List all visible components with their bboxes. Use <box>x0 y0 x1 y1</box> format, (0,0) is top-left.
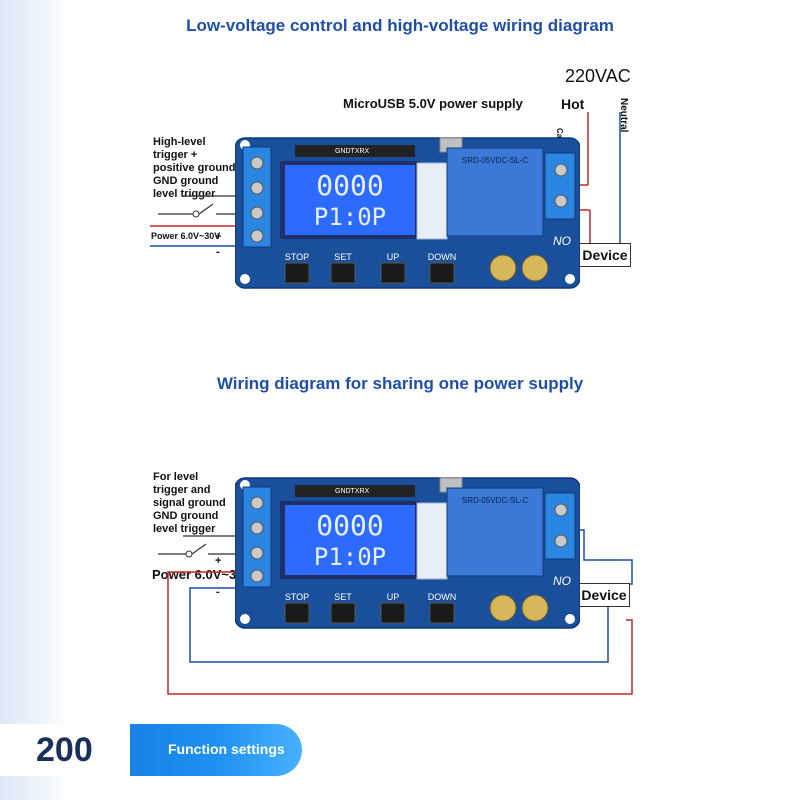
relay-board-top: GNDTXRX 0000 P1:0P SRD-05VDC-SL-C NO STO… <box>235 137 580 289</box>
lcd-top-value: 0000 <box>316 169 383 202</box>
device-box-bottom: Device <box>578 583 630 607</box>
label-hot: Hot <box>561 96 585 112</box>
trigger-line: level trigger <box>153 188 216 200</box>
trigger-line: level trigger <box>153 523 216 535</box>
header-label: GNDTXRX <box>335 488 370 495</box>
no-label: NO <box>553 234 571 248</box>
lcd-top-value: 0000 <box>316 509 383 542</box>
footer-number: 200 <box>36 731 93 769</box>
trigger-line: positive ground <box>153 162 236 174</box>
relay-text: SRD-05VDC-SL-C <box>462 496 528 505</box>
label-220vac: 220VAC <box>565 66 631 86</box>
plus-label-top: + <box>215 231 222 243</box>
minus-label-bottom: - <box>216 586 220 598</box>
trigger-label-top: High-level trigger + positive ground GND… <box>153 136 236 201</box>
power-label-top: Power 6.0V~30V <box>151 231 221 241</box>
lcd-bottom-value: P1:0P <box>314 203 386 231</box>
button-label-stop: STOP <box>285 592 309 602</box>
trigger-line: trigger + <box>153 149 198 161</box>
label-usb: MicroUSB 5.0V power supply <box>343 96 523 111</box>
heading-shared-supply: Wiring diagram for sharing one power sup… <box>216 374 584 393</box>
button-label-up: UP <box>387 592 400 602</box>
plus-label-bottom: + <box>215 555 222 567</box>
trigger-label-bottom: For level trigger and signal ground GND … <box>153 471 226 536</box>
trigger-line: For level <box>153 471 199 483</box>
trigger-line: GND ground <box>153 510 219 522</box>
trigger-line: GND ground <box>153 175 219 187</box>
header-label: GNDTXRX <box>335 148 370 155</box>
button-label-up: UP <box>387 252 400 262</box>
button-label-down: DOWN <box>428 252 457 262</box>
relay-board-bottom: GNDTXRX 0000 P1:0P SRD-05VDC-SL-C NO STO… <box>235 477 580 629</box>
button-label-set: SET <box>334 592 352 602</box>
device-box-top: Device <box>579 243 631 267</box>
button-label-stop: STOP <box>285 252 309 262</box>
no-label: NO <box>553 574 571 588</box>
footer-text: Function settings <box>168 741 285 757</box>
heading-high-voltage: Low-voltage control and high-voltage wir… <box>186 16 614 35</box>
trigger-line: signal ground <box>153 497 226 509</box>
trigger-line: High-level <box>153 136 206 148</box>
button-label-down: DOWN <box>428 592 457 602</box>
footer-number-box <box>0 724 130 776</box>
minus-label-top: - <box>216 246 220 258</box>
trigger-line: trigger and <box>153 484 211 496</box>
lcd-bottom-value: P1:0P <box>314 543 386 571</box>
relay-text: SRD-05VDC-SL-C <box>462 156 528 165</box>
button-label-set: SET <box>334 252 352 262</box>
side-gradient <box>0 0 70 800</box>
